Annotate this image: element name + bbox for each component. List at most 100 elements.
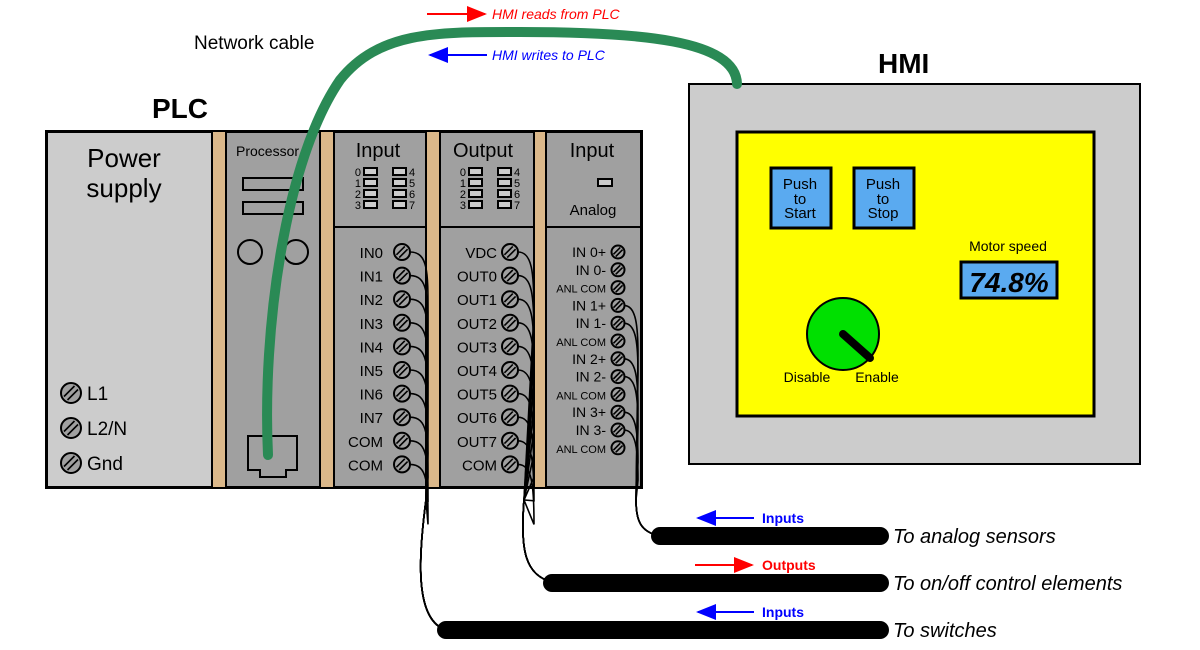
status-led-icon bbox=[497, 200, 512, 209]
analog-module-title: Input bbox=[570, 140, 615, 162]
terminal-screw-icon[interactable] bbox=[393, 243, 411, 261]
direction-label: Inputs bbox=[762, 510, 804, 526]
terminal-screw-icon[interactable] bbox=[501, 361, 519, 379]
status-led-icon bbox=[468, 167, 483, 176]
wire bbox=[623, 429, 661, 537]
terminal-screw-icon[interactable] bbox=[610, 440, 626, 456]
power-terminal-screw-icon[interactable] bbox=[60, 452, 82, 474]
analog-led-icon bbox=[597, 178, 613, 187]
analog-terminal-label: ANL COM bbox=[556, 444, 606, 456]
output-terminal-label: OUT4 bbox=[457, 363, 497, 380]
led-number: 6 bbox=[514, 189, 520, 201]
processor-label: Processor bbox=[236, 143, 299, 159]
output-terminal-label: OUT3 bbox=[457, 339, 497, 356]
writes-label: HMI writes to PLC bbox=[492, 47, 606, 63]
output-module bbox=[439, 131, 535, 488]
power-terminal-screw-icon[interactable] bbox=[60, 382, 82, 404]
hmi-panel bbox=[688, 83, 1141, 465]
power-terminal-label: L2/N bbox=[87, 419, 127, 440]
start-button[interactable] bbox=[769, 166, 833, 230]
output-terminal-label: OUT7 bbox=[457, 434, 497, 451]
input-terminal-label: IN1 bbox=[360, 269, 383, 286]
status-led-icon bbox=[497, 167, 512, 176]
terminal-screw-icon[interactable] bbox=[610, 369, 626, 385]
terminal-screw-icon[interactable] bbox=[501, 337, 519, 356]
analog-terminal-label: IN 0- bbox=[576, 262, 607, 278]
terminal-screw-icon[interactable] bbox=[393, 431, 411, 450]
stop-button[interactable] bbox=[852, 166, 916, 230]
analog-terminal-label: IN 1+ bbox=[572, 297, 606, 313]
terminal-screw-icon[interactable] bbox=[610, 422, 626, 438]
led-number: 0 bbox=[355, 167, 361, 179]
wire bbox=[409, 463, 447, 631]
hmi-title: HMI bbox=[878, 48, 929, 79]
input-terminal-label: IN2 bbox=[360, 292, 383, 309]
terminal-screw-icon[interactable] bbox=[610, 351, 626, 367]
status-led-icon bbox=[468, 200, 483, 209]
input-module-title: Input bbox=[356, 140, 401, 162]
terminal-screw-icon[interactable] bbox=[393, 361, 411, 379]
terminal-screw-icon[interactable] bbox=[501, 455, 519, 474]
led-number: 4 bbox=[514, 167, 520, 179]
stop-button-label-1: Push bbox=[866, 176, 900, 193]
network-cable bbox=[262, 26, 742, 460]
power-terminal-label: Gnd bbox=[87, 454, 123, 475]
analog-terminal-label: IN 1- bbox=[576, 315, 607, 331]
status-led-icon bbox=[363, 167, 378, 176]
led-number: 7 bbox=[409, 200, 415, 212]
terminal-screw-icon[interactable] bbox=[393, 290, 411, 309]
led-number: 7 bbox=[514, 200, 520, 212]
terminal-screw-icon[interactable] bbox=[610, 386, 626, 402]
terminal-screw-icon[interactable] bbox=[393, 455, 411, 474]
terminal-screw-icon[interactable] bbox=[610, 297, 626, 313]
input-terminal-label: IN0 bbox=[360, 245, 383, 262]
analog-terminal-label: IN 2- bbox=[576, 369, 607, 385]
terminal-screw-icon[interactable] bbox=[501, 384, 519, 403]
terminal-screw-icon[interactable] bbox=[501, 431, 519, 450]
terminal-screw-icon[interactable] bbox=[393, 408, 411, 427]
output-terminal-label: OUT5 bbox=[457, 387, 497, 404]
processor-slot-icon bbox=[242, 201, 304, 215]
input-terminal-label: COM bbox=[348, 434, 383, 451]
led-number: 0 bbox=[460, 167, 466, 179]
terminal-screw-icon[interactable] bbox=[501, 266, 519, 285]
led-number: 1 bbox=[355, 178, 361, 190]
terminal-screw-icon[interactable] bbox=[393, 337, 411, 356]
direction-label: Inputs bbox=[762, 604, 804, 620]
status-led-icon bbox=[392, 200, 407, 209]
stop-button-label-2: to bbox=[877, 191, 890, 208]
terminal-screw-icon[interactable] bbox=[501, 243, 519, 261]
terminal-screw-icon[interactable] bbox=[610, 262, 626, 278]
led-number: 5 bbox=[409, 178, 415, 190]
led-number: 6 bbox=[409, 189, 415, 201]
power-supply-title-1: Power bbox=[87, 143, 161, 173]
terminal-screw-icon[interactable] bbox=[610, 333, 626, 349]
terminal-screw-icon[interactable] bbox=[501, 408, 519, 427]
input-terminal-label: IN4 bbox=[360, 339, 383, 356]
terminal-screw-icon[interactable] bbox=[393, 313, 411, 332]
analog-terminal-label: IN 3+ bbox=[572, 404, 606, 420]
terminal-screw-icon[interactable] bbox=[501, 313, 519, 332]
selector-pointer bbox=[839, 330, 874, 362]
reads-label: HMI reads from PLC bbox=[492, 6, 620, 22]
rj45-port-icon[interactable] bbox=[247, 435, 298, 478]
wire bbox=[517, 463, 553, 583]
led-number: 3 bbox=[355, 200, 361, 212]
output-terminal-label: OUT2 bbox=[457, 316, 497, 333]
input-terminal-label: IN6 bbox=[360, 387, 383, 404]
led-number: 4 bbox=[409, 167, 415, 179]
terminal-screw-icon[interactable] bbox=[610, 315, 626, 331]
power-terminal-screw-icon[interactable] bbox=[60, 417, 82, 439]
terminal-screw-icon[interactable] bbox=[393, 384, 411, 403]
processor-port-icon bbox=[237, 239, 263, 265]
terminal-screw-icon[interactable] bbox=[501, 290, 519, 309]
terminal-screw-icon[interactable] bbox=[610, 280, 626, 296]
led-number: 2 bbox=[355, 189, 361, 201]
start-button-label-1: Push bbox=[783, 176, 817, 193]
terminal-screw-icon[interactable] bbox=[610, 404, 626, 420]
status-led-icon bbox=[363, 189, 378, 198]
terminal-screw-icon[interactable] bbox=[610, 244, 626, 260]
terminal-screw-icon[interactable] bbox=[393, 266, 411, 285]
input-terminal-label: IN7 bbox=[360, 410, 383, 427]
